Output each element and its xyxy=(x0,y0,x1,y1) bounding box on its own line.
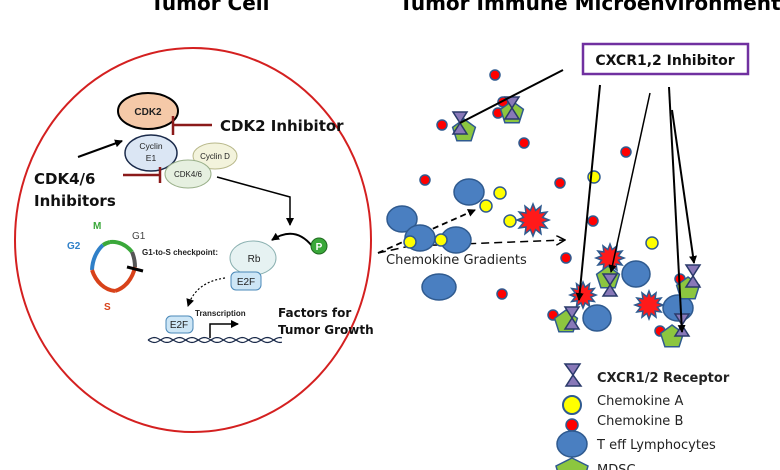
chemokine-b-icon xyxy=(565,418,579,432)
phase-s-arc-right xyxy=(114,266,137,293)
dna-strand-1 xyxy=(147,336,283,344)
phase-m-arc xyxy=(101,240,111,247)
cdk46-inhibitors-label-line2: Inhibitors xyxy=(34,192,116,210)
activated-tumor-cell xyxy=(567,279,599,311)
e2f-bound-node xyxy=(230,271,262,291)
transcription-label: Transcription xyxy=(195,309,246,318)
microenvironment-cells xyxy=(386,69,702,348)
factors-label-line2: Tumor Growth xyxy=(278,323,374,337)
inhibitor-arrow-3 xyxy=(668,86,686,333)
cxcr-receptor xyxy=(503,96,521,120)
chemokine-a xyxy=(645,236,659,250)
cyclin-d-node xyxy=(192,142,238,170)
lymphocyte-cell xyxy=(582,304,612,332)
activated-tumor-cell xyxy=(632,288,666,322)
cdk2-label: CDK2 xyxy=(134,107,162,118)
legend-label-chemokine-b: Chemokine B xyxy=(597,414,683,429)
chemokine-a-icon xyxy=(562,395,582,415)
chemokine-b xyxy=(489,69,501,81)
cxcr-receptor xyxy=(684,264,702,288)
tumor-cell-boundary xyxy=(14,47,372,433)
e2f-release-arrow xyxy=(186,277,226,307)
legend-item-chemokine-a: Chemokine A xyxy=(562,394,683,415)
legend-label-mdsc: MDSC xyxy=(597,463,636,470)
phase-m-arc-2 xyxy=(109,239,134,254)
phase-g2-arc xyxy=(90,243,105,271)
cdk46-to-cyclin-e1-arrow xyxy=(77,139,123,158)
chemokine-a xyxy=(479,199,493,213)
lymphocyte-cell xyxy=(386,205,418,233)
e2f-free-node xyxy=(165,315,194,334)
activated-tumor-cell xyxy=(515,202,551,238)
cxcr-inhibitor-label: CXCR1,2 Inhibitor xyxy=(595,53,734,69)
cxcr-receptor xyxy=(563,306,581,330)
dna-strand-2 xyxy=(147,336,283,344)
cdk46-inhibitors-label-line1: CDK4/6 xyxy=(34,170,95,188)
cyclin-e1-label-line2: E1 xyxy=(146,153,157,163)
chemokine-b xyxy=(496,288,508,300)
cdk2-node xyxy=(117,92,179,130)
transcription-arrow xyxy=(209,320,239,338)
chemokine-a xyxy=(503,214,517,228)
lymphocyte-cell xyxy=(621,260,651,288)
inhibitor-arrow-4 xyxy=(671,109,697,264)
cdk2-inhibitor-label: CDK2 Inhibitor xyxy=(220,117,344,135)
title-tumor-microenvironment: Tumor Immune Microenvironment xyxy=(399,0,780,15)
chemokine-b xyxy=(436,119,448,131)
legend: CXCR1/2 Receptor Chemokine A Chemokine B… xyxy=(555,363,730,470)
e2f-free-label: E2F xyxy=(170,320,188,331)
lymphocyte-cell xyxy=(453,178,485,206)
mdsc-icon xyxy=(555,457,589,470)
chemokine-b xyxy=(587,215,599,227)
phase-g1-arc xyxy=(130,251,137,268)
legend-item-lymphocyte: T eff Lymphocytes xyxy=(556,430,716,458)
cdk46-label: CDK4/6 xyxy=(174,170,203,179)
cxcr-receptor xyxy=(601,273,619,297)
factors-label-line1: Factors for xyxy=(278,306,351,320)
chemokine-a xyxy=(493,186,507,200)
chemokine-b xyxy=(419,174,431,186)
title-tumor-cell: Tumor Cell xyxy=(150,0,269,15)
cxcr-inhibitor-box xyxy=(581,42,750,76)
chemokine-b xyxy=(518,137,530,149)
e2f-bound-label: E2F xyxy=(237,277,255,288)
t-eff-lymphocyte-icon xyxy=(556,430,588,458)
lymphocyte-cell xyxy=(421,273,457,301)
cdk46-node xyxy=(164,159,212,189)
legend-item-receptor: CXCR1/2 Receptor xyxy=(563,363,730,387)
phase-s-label: S xyxy=(104,302,111,313)
legend-label-chemokine-a: Chemokine A xyxy=(597,394,683,409)
cyclin-e1-node xyxy=(124,134,178,172)
cxcr-receptor-icon xyxy=(563,363,583,387)
phase-m-label: M xyxy=(93,221,101,232)
cdk46-to-rb-arrow xyxy=(216,176,294,226)
checkpoint-label: G1-to-S checkpoint: xyxy=(142,248,218,257)
inhibitor-line-top-left xyxy=(459,69,564,124)
inhibitor-arrow-1 xyxy=(575,84,601,301)
chemokine-b xyxy=(620,146,632,158)
chemokine-b xyxy=(560,252,572,264)
phosphorylation-arrow xyxy=(271,232,313,247)
cell-cycle-diagram xyxy=(90,239,144,293)
phosphate-node xyxy=(310,237,328,255)
phase-g1-label: G1 xyxy=(132,231,146,242)
rb-label: Rb xyxy=(248,254,261,265)
phase-s-arc-left xyxy=(90,269,116,293)
cyclin-e1-label-line1: Cyclin xyxy=(139,141,162,151)
cyclin-d-label: Cyclin D xyxy=(200,152,230,161)
legend-item-mdsc: MDSC xyxy=(555,457,636,470)
chemokine-a xyxy=(434,233,448,247)
chemokine-a xyxy=(403,235,417,249)
inhibitor-arrow-2 xyxy=(608,92,651,273)
chemokine-gradients-label: Chemokine Gradients xyxy=(386,253,527,268)
phosphate-label: P xyxy=(316,242,323,253)
chemokine-b xyxy=(554,177,566,189)
legend-label-lymphocyte: T eff Lymphocytes xyxy=(596,438,716,453)
legend-label-receptor: CXCR1/2 Receptor xyxy=(597,371,730,386)
checkpoint-marker xyxy=(126,265,144,273)
phase-g2-label: G2 xyxy=(67,241,81,252)
legend-item-chemokine-b: Chemokine B xyxy=(565,414,683,432)
